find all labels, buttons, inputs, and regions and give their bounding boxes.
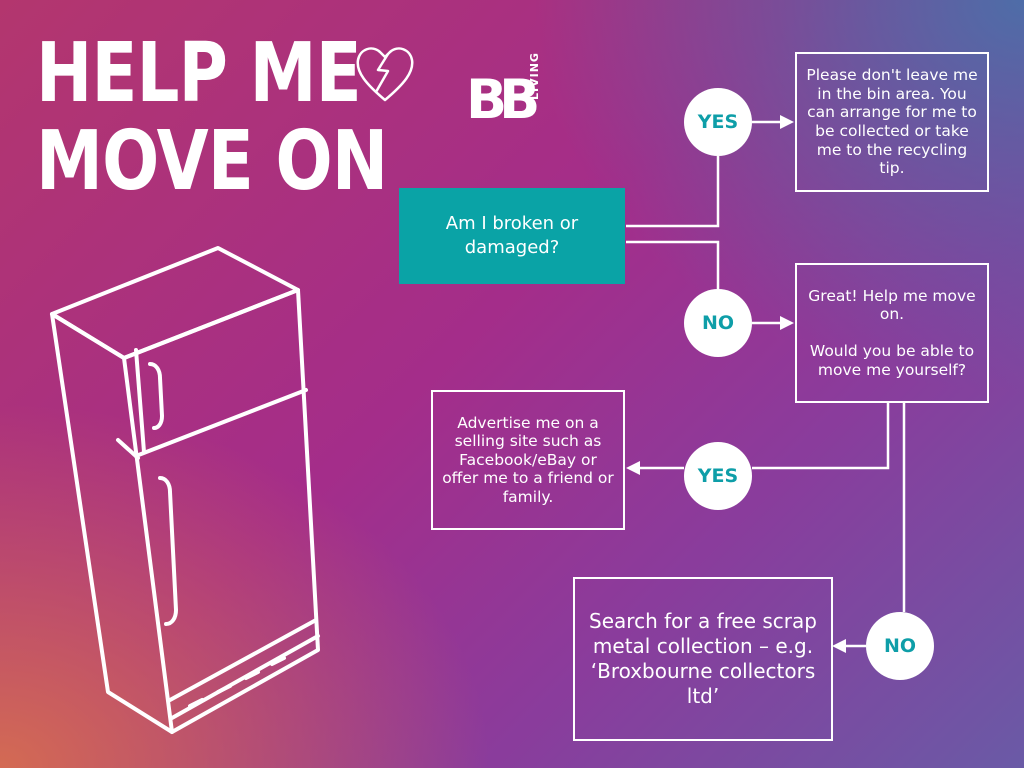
yes-circle-2: YES [684,442,752,510]
arrowhead-scrap [832,639,846,653]
title-line-2: MOVE ON [36,114,388,209]
brand-logo: BB LIVING [466,52,560,131]
broken-heart-icon [356,47,414,102]
arrowhead-advertise [626,461,640,475]
title-line-1: HELP ME [36,26,362,121]
connector-great-yes2 [752,402,890,470]
scrap-collection-text: Search for a free scrap metal collection… [589,609,817,708]
logo-letters: BB [466,68,540,131]
yes-label-1: YES [697,111,739,133]
broken-advice-text: Please don't leave me in the bin area. Y… [806,66,978,178]
question-box: Am I broken or damaged? [399,188,625,284]
advertise-box: Advertise me on a selling site such as F… [431,390,625,530]
question-text: Am I broken or damaged? [445,212,579,258]
connector-question-yes [626,156,720,228]
page-title: HELP ME MOVE ON [36,26,388,209]
advertise-text: Advertise me on a selling site such as F… [442,413,614,506]
fridge-illustration [50,246,320,734]
not-broken-text-2: Would you be able to move me yourself? [809,342,975,379]
not-broken-text-1: Great! Help me move on. [808,286,976,324]
broken-advice-box: Please don't leave me in the bin area. Y… [795,52,989,192]
yes-label-2: YES [697,465,739,487]
connector-question-no [626,240,720,290]
no-circle-2: NO [866,612,934,680]
no-label-1: NO [701,312,735,334]
no-label-2: NO [883,635,917,657]
arrowhead-great [780,316,794,330]
arrowhead-broken [780,115,794,129]
yes-circle-1: YES [684,88,752,156]
no-circle-1: NO [684,289,752,357]
not-broken-box: Great! Help me move on. Would you be abl… [795,263,989,403]
scrap-collection-box: Search for a free scrap metal collection… [573,577,833,741]
